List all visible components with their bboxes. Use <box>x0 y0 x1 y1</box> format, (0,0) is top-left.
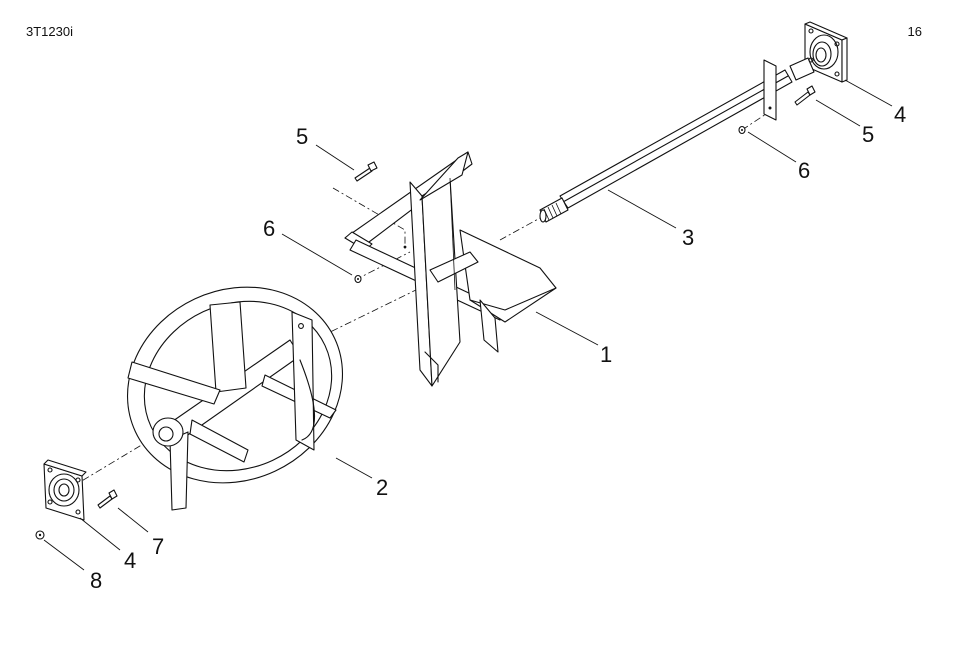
callout-1: 1 <box>600 342 612 367</box>
callout-4-left: 4 <box>124 548 136 573</box>
callout-7: 7 <box>152 534 164 559</box>
part-bolt-bearing-left <box>97 489 118 509</box>
part-nut-right <box>738 125 746 135</box>
part-nut-left <box>354 274 362 284</box>
page-number: 16 <box>907 24 922 39</box>
part-bolt-left <box>354 161 378 182</box>
callout-6-right: 6 <box>798 158 810 183</box>
part-flange-bearing-right <box>789 21 848 83</box>
part-chute-frame <box>344 151 557 387</box>
part-nut-bearing-left <box>35 530 45 540</box>
part-flange-bearing-left <box>43 459 87 521</box>
callout-8: 8 <box>90 568 102 593</box>
part-bolt-right <box>794 85 816 106</box>
callout-6-left: 6 <box>263 216 275 241</box>
callout-4-right: 4 <box>894 102 906 127</box>
callout-3: 3 <box>682 225 694 250</box>
leader-lines <box>43 79 893 571</box>
part-impeller <box>126 286 344 511</box>
callout-5-right: 5 <box>862 122 874 147</box>
part-mounting-plate-right <box>763 59 777 121</box>
document-code: 3T1230i <box>26 24 73 39</box>
callout-5-left: 5 <box>296 124 308 149</box>
part-shaft <box>539 69 793 223</box>
callout-2: 2 <box>376 475 388 500</box>
callout-labels: 1 2 3 4 4 5 5 6 6 7 8 <box>90 102 906 593</box>
